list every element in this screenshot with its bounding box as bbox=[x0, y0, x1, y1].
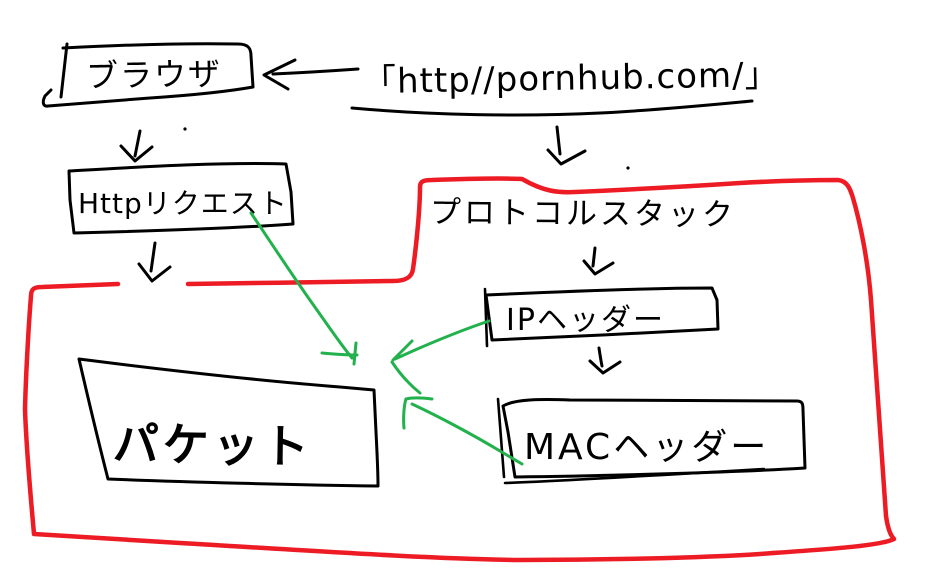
arrow-shaft bbox=[271, 67, 360, 76]
mac-header-box-bottom-stroke bbox=[503, 467, 766, 485]
green-arrow-http-to-packet bbox=[249, 211, 359, 366]
arrow-http-down bbox=[137, 241, 172, 283]
node-ip-header: IPヘッダー bbox=[483, 286, 720, 348]
node-mac-header: MACヘッダー bbox=[496, 397, 807, 485]
arrow-head bbox=[390, 360, 422, 395]
url-note-label: 「http//pornhub.com/」 bbox=[362, 55, 780, 102]
arrow-head bbox=[546, 148, 587, 166]
browser-box-left-edge bbox=[59, 42, 69, 99]
mac-header-box-left-edge bbox=[496, 397, 506, 479]
arrow-shaft bbox=[149, 241, 157, 273]
arrow-shaft bbox=[410, 402, 524, 466]
node-protocol-stack: プロトコルスタック bbox=[430, 195, 736, 234]
arrow-head bbox=[119, 144, 154, 163]
arrow-head bbox=[352, 341, 358, 366]
arrow-head bbox=[402, 397, 408, 430]
arrow-shaft bbox=[249, 211, 354, 360]
http-request-label: Httpリクエスト bbox=[78, 187, 288, 220]
packet-box bbox=[77, 357, 380, 488]
stray-ink-dot bbox=[183, 127, 187, 131]
arrow-shaft bbox=[133, 129, 142, 158]
ip-header-label: IPヘッダー bbox=[506, 303, 665, 338]
arrow-shaft bbox=[555, 125, 562, 156]
green-arrows bbox=[249, 211, 524, 466]
green-arrow-mac-to-packet bbox=[402, 396, 524, 466]
ip-header-box-left-edge bbox=[483, 287, 489, 348]
arrow-browser-to-http bbox=[119, 129, 154, 163]
arrow-head bbox=[262, 58, 297, 91]
arrow-head bbox=[137, 262, 172, 283]
red-region-path bbox=[22, 176, 897, 563]
arrow-proto-to-ip bbox=[582, 246, 615, 276]
arrow-head bbox=[582, 259, 615, 276]
arrow-head bbox=[588, 359, 622, 375]
arrow-head bbox=[320, 351, 359, 357]
stray-ink-dot bbox=[626, 166, 630, 170]
mac-header-label: MACヘッダー bbox=[524, 427, 769, 468]
green-arrow-ip-to-packet bbox=[390, 319, 491, 395]
browser-box bbox=[41, 42, 255, 108]
http-request-box bbox=[67, 162, 295, 235]
url-underline bbox=[350, 99, 754, 117]
ip-header-box bbox=[484, 286, 720, 342]
arrow-head bbox=[391, 339, 414, 362]
node-http-request: Httpリクエスト bbox=[67, 162, 295, 235]
red-region-outline bbox=[22, 176, 897, 563]
protocol-stack-label: プロトコルスタック bbox=[430, 195, 736, 234]
arrow-url-down bbox=[546, 125, 587, 166]
arrow-ip-to-mac bbox=[588, 346, 622, 375]
node-packet: パケット bbox=[77, 357, 380, 488]
arrow-shaft bbox=[591, 246, 597, 268]
arrow-head bbox=[404, 396, 434, 401]
arrow-shaft bbox=[597, 346, 604, 368]
mac-header-box bbox=[501, 398, 807, 479]
url-note: 「http//pornhub.com/」 bbox=[350, 55, 780, 117]
browser-label: ブラウザ bbox=[86, 55, 223, 95]
packet-label: パケット bbox=[112, 416, 313, 473]
arrow-shaft bbox=[393, 319, 491, 361]
arrow-url-to-browser bbox=[262, 58, 360, 91]
node-browser: ブラウザ bbox=[41, 42, 255, 108]
